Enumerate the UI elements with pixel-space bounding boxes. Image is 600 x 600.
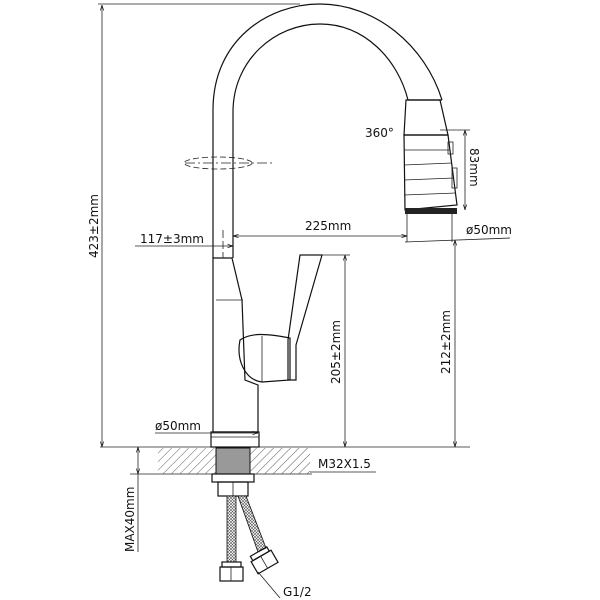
mounting-nut [211, 473, 255, 497]
head-diameter-label: ø50mm [466, 223, 512, 237]
countertop [100, 446, 470, 475]
connector-label: G1/2 [283, 585, 312, 599]
total-height-label: 423±2mm [87, 194, 101, 258]
hoses [219, 495, 279, 582]
reach-label: 225mm [305, 219, 351, 233]
faucet-body [210, 257, 260, 448]
spray-head [403, 99, 458, 242]
offset-label: 117±3mm [140, 232, 204, 246]
max-thickness-label: MAX40mm [123, 487, 137, 552]
handle-height-label: 205±2mm [329, 320, 343, 384]
rotation-label: 360° [365, 126, 394, 140]
thread-label: M32X1.5 [318, 457, 371, 471]
head-height-label: 83mm [467, 148, 481, 187]
spout-height-label: 212±2mm [439, 310, 453, 374]
dimension-lines [98, 3, 511, 599]
base-diameter-label: ø50mm [155, 419, 201, 433]
handle [238, 254, 323, 383]
